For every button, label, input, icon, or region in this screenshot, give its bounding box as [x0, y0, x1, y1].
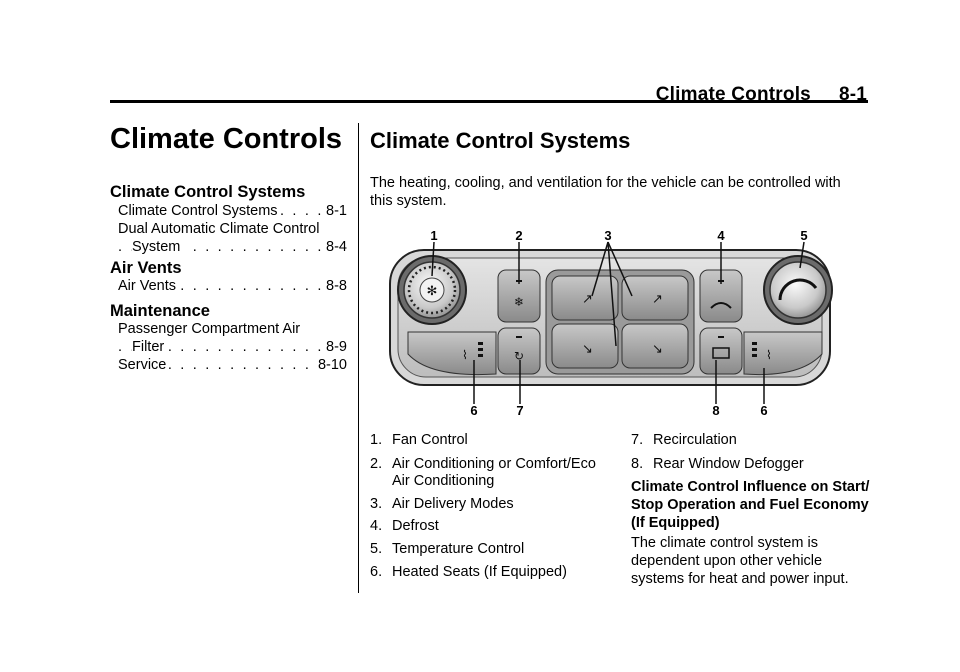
toc-entry[interactable]: . . . . . . . . . . . . . . . . . . . . … [118, 338, 347, 356]
toc-entry-label: Passenger Compartment Air [118, 320, 304, 338]
toc-entry-label: Climate Control Systems [118, 202, 281, 220]
air-delivery-mode-buttons: ↗ ↗ ↘ ↘ [545, 269, 695, 375]
header-rule [110, 100, 868, 103]
running-header: Climate Controls 8-1 [656, 84, 867, 106]
toc-entry-label: Service [118, 356, 170, 374]
toc-entry-page: 8-10 [315, 356, 347, 374]
column-divider [358, 123, 359, 593]
list-item: 4.Defrost [370, 518, 439, 534]
list-item-continuation: Air Conditioning [392, 473, 495, 489]
chapter-title: Climate Controls [110, 123, 343, 155]
list-item: 6.Heated Seats (If Equipped) [370, 564, 567, 580]
subsection-heading: Climate Control Influence on Start/ Stop… [631, 479, 870, 531]
rear-defogger-button [699, 327, 743, 375]
callout-number: 4 [717, 228, 725, 243]
svg-text:↻: ↻ [514, 349, 524, 363]
toc-entry[interactable]: . . . . . . . . . . . . . . . . . . . . … [118, 277, 347, 295]
fan-control-knob: ✻ [397, 255, 467, 325]
toc-entry-page: 8-8 [324, 277, 347, 295]
toc-entry[interactable]: Passenger Compartment Air [118, 320, 347, 338]
toc-heading: Climate Control Systems [110, 183, 306, 201]
toc-entry[interactable]: . . . . . . . . . . . . . . . . . . . . … [118, 202, 347, 220]
header-page-number: 8-1 [838, 84, 867, 105]
callout-number: 3 [604, 228, 611, 243]
svg-text:✻: ✻ [427, 284, 438, 299]
svg-text:⌇: ⌇ [462, 348, 468, 362]
svg-text:⌇: ⌇ [766, 348, 772, 362]
toc-entry[interactable]: . . . . . . . . . . . . . . . . . . . . … [118, 238, 347, 256]
list-item: 5.Temperature Control [370, 541, 525, 557]
temperature-control-knob [763, 255, 833, 325]
toc-group: Passenger Compartment Air . . . . . . . … [118, 320, 347, 374]
list-item: 8.Rear Window Defogger [631, 456, 804, 472]
toc-entry[interactable]: . . . . . . . . . . . . . . . . . . . . … [118, 356, 347, 374]
toc-entry-page: 8-9 [324, 338, 347, 356]
callout-number: 6 [760, 403, 767, 418]
svg-text:↘: ↘ [582, 342, 593, 357]
list-item: 3.Air Delivery Modes [370, 496, 514, 512]
toc-entry-page: 8-4 [324, 238, 347, 256]
callout-number: 5 [800, 228, 807, 243]
toc-heading: Air Vents [110, 259, 182, 277]
climate-control-panel-illustration: ✻ ❄ ↗ ↗ ↘ ↘ ⌇ ↻ [389, 228, 833, 418]
toc-entry-label: Dual Automatic Climate Control [118, 220, 323, 238]
toc-entry-label: System [132, 238, 184, 256]
toc-heading: Maintenance [110, 302, 210, 320]
recirculation-button: ↻ [497, 327, 541, 375]
toc-entry-label: Air Vents [118, 277, 180, 295]
svg-text:↗: ↗ [582, 292, 593, 307]
body-paragraph: The climate control system is dependent … [631, 535, 849, 587]
callout-number: 6 [470, 403, 477, 418]
intro-paragraph: The heating, cooling, and ventilation fo… [370, 175, 841, 209]
toc-group: . . . . . . . . . . . . . . . . . . . . … [118, 277, 347, 295]
toc-entry[interactable]: Dual Automatic Climate Control [118, 220, 347, 238]
callout-number: 2 [515, 228, 522, 243]
list-item: 2.Air Conditioning or Comfort/Eco [370, 456, 596, 472]
svg-text:↘: ↘ [652, 342, 663, 357]
svg-text:↗: ↗ [652, 292, 663, 307]
callout-lines [431, 241, 805, 404]
toc-group: . . . . . . . . . . . . . . . . . . . . … [118, 202, 347, 256]
list-item: 1.Fan Control [370, 432, 468, 448]
callout-number: 7 [516, 403, 523, 418]
list-item: 7.Recirculation [631, 432, 737, 448]
section-title: Climate Control Systems [370, 128, 631, 153]
toc-entry-page: 8-1 [324, 202, 347, 220]
heated-seat-button-right: ⌇ [743, 331, 823, 376]
callout-number: 1 [430, 228, 437, 243]
callout-number: 8 [712, 403, 719, 418]
svg-text:❄: ❄ [514, 295, 524, 309]
header-title: Climate Controls [655, 84, 811, 105]
toc-entry-label: Filter [132, 338, 168, 356]
